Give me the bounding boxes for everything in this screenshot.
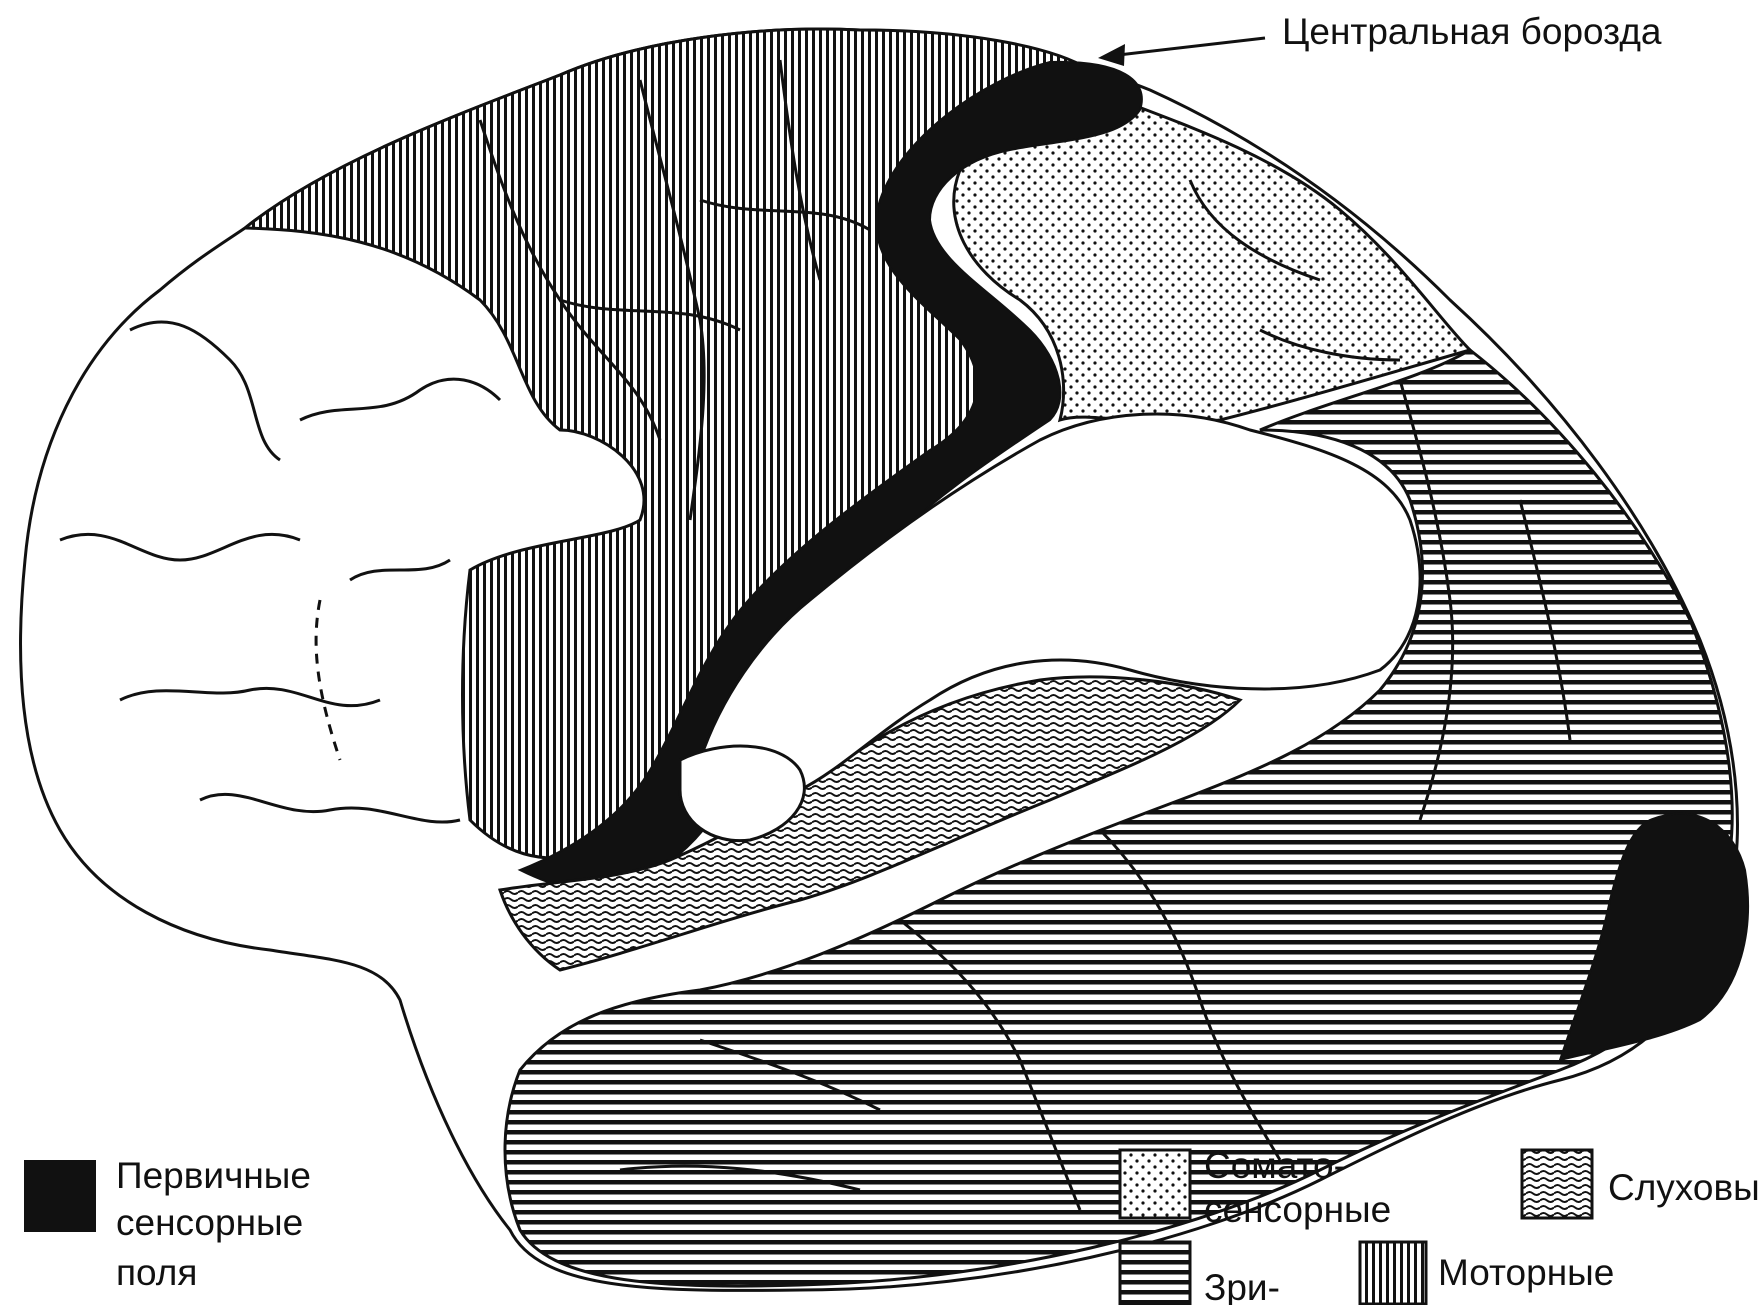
legend-label-visual: Зри- [1204, 1267, 1280, 1305]
legend-swatch-auditory [1522, 1150, 1592, 1218]
legend-label-motor: Моторные [1438, 1252, 1614, 1293]
legend-swatch-primary [24, 1160, 96, 1232]
legend-label-somatosensory-line1: Сомато- [1204, 1145, 1346, 1186]
legend-swatch-visual [1120, 1242, 1190, 1304]
legend-label-auditory: Слуховые [1608, 1167, 1758, 1208]
legend-label-primary-line3: поля [116, 1252, 197, 1293]
central-sulcus-label: Центральная борозда [1282, 11, 1662, 52]
central-sulcus-pointer [1098, 38, 1265, 66]
legend-label-primary-line2: сенсорные [116, 1202, 303, 1243]
legend-label-primary-line1: Первичные [116, 1155, 311, 1196]
legend-swatch-somatosensory [1120, 1150, 1190, 1218]
legend-swatch-motor [1360, 1242, 1426, 1304]
legend-label-somatosensory-line2: сенсорные [1204, 1189, 1391, 1230]
